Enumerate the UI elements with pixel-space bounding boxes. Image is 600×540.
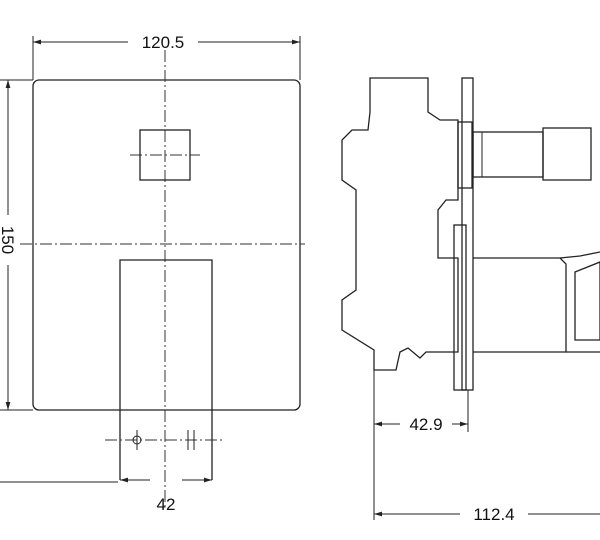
diverter-knob — [139, 129, 191, 181]
diverter-stem — [457, 121, 473, 189]
diverter-knob-side — [542, 127, 592, 181]
section-symbol-right — [187, 430, 195, 450]
front-height-label: 150 — [0, 226, 17, 254]
front-width-label: 120.5 — [142, 33, 185, 52]
side-view: 42.9 112.4 — [341, 77, 600, 524]
front-view: 120.5 150 42 — [0, 33, 305, 514]
plate-lower-segment — [453, 224, 467, 391]
cover-plate — [32, 79, 301, 411]
diverter-shaft — [472, 131, 544, 178]
lever-side — [473, 257, 567, 353]
total-depth-label: 112.4 — [473, 505, 514, 524]
lever-tip — [559, 251, 600, 353]
lever-extension — [119, 410, 213, 480]
lever-handle — [119, 259, 213, 410]
section-symbol-left — [132, 430, 142, 450]
valve-body — [341, 77, 459, 371]
lever-width-label: 42 — [157, 495, 176, 514]
body-depth-label: 42.9 — [409, 415, 442, 434]
